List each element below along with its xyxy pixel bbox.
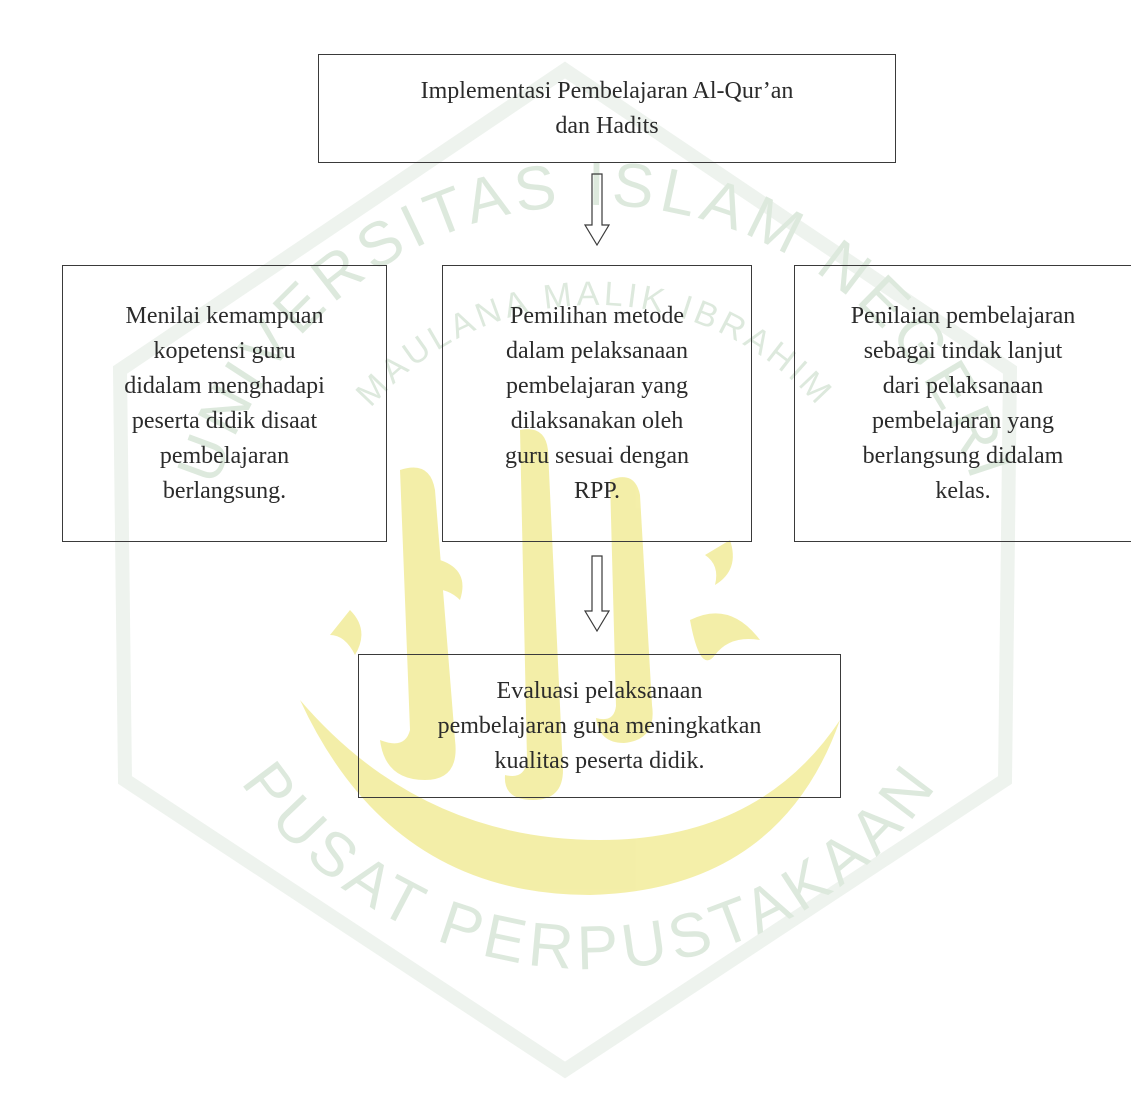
right-box: Penilaian pembelajaran sebagai tindak la… xyxy=(794,265,1131,542)
center-box-label: Pemilihan metode dalam pelaksanaan pembe… xyxy=(505,302,689,504)
right-box-label: Penilaian pembelajaran sebagai tindak la… xyxy=(850,302,1076,504)
top-box-label: Implementasi Pembelajaran Al-Qur’an dan … xyxy=(420,77,794,139)
left-box: Menilai kemampuan kopetensi guru didalam… xyxy=(62,265,387,542)
down-arrow-top xyxy=(583,173,611,247)
left-box-label: Menilai kemampuan kopetensi guru didalam… xyxy=(124,302,325,504)
watermark-shield-outline xyxy=(112,61,1018,1079)
center-box: Pemilihan metode dalam pelaksanaan pembe… xyxy=(442,265,752,542)
watermark-emblem xyxy=(300,429,840,895)
bottom-box-label: Evaluasi pelaksanaan pembelajaran guna m… xyxy=(437,677,762,774)
down-arrow-bottom xyxy=(583,555,611,633)
top-box: Implementasi Pembelajaran Al-Qur’an dan … xyxy=(318,54,896,163)
bottom-box: Evaluasi pelaksanaan pembelajaran guna m… xyxy=(358,654,841,798)
